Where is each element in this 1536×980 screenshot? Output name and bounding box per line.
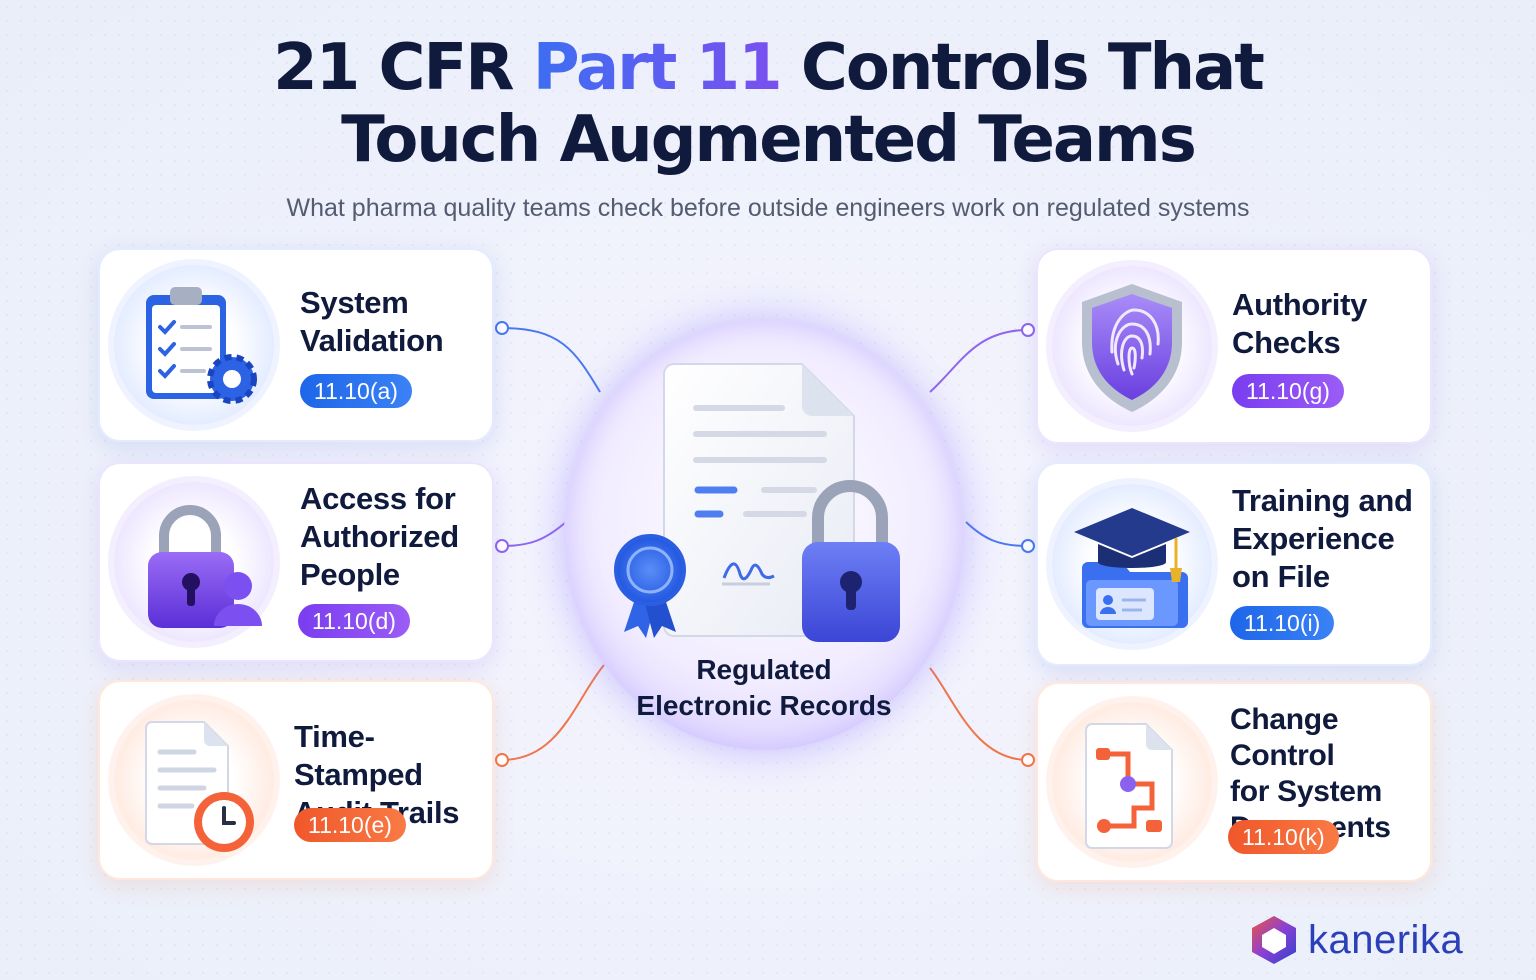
control-card-11-10i: Training and Experience on File 11.10(i): [1036, 462, 1432, 666]
control-card-11-10a: System Validation 11.10(a): [98, 248, 494, 442]
ribbon-seal-icon: [614, 534, 686, 638]
document-flow-icon: [1085, 723, 1173, 849]
document-clock-icon: [145, 721, 254, 852]
icon-disc: [1052, 484, 1212, 644]
brand-name: kanerika: [1308, 918, 1464, 962]
control-code-badge: 11.10(a): [300, 374, 412, 408]
icon-disc: [1052, 702, 1212, 862]
control-card-11-10g: Authority Checks 11.10(g): [1036, 248, 1432, 444]
connector-11-10e: [501, 664, 605, 761]
icon-disc: [114, 700, 274, 860]
hub-label-line2: Electronic Records: [636, 690, 892, 721]
padlock-icon: [802, 480, 900, 642]
fingerprint-shield-icon: [1082, 284, 1182, 412]
page-title: 21 CFR Part 11 Controls That Touch Augme…: [0, 32, 1536, 176]
control-title: System Validation: [300, 285, 444, 358]
control-title: Authority Checks: [1232, 287, 1368, 360]
control-card-11-10e: Time-Stamped Audit Trails 11.10(e): [98, 680, 494, 880]
clipboard-gear-icon: [146, 287, 257, 404]
hub-label-line1: Regulated: [696, 654, 832, 685]
control-code-badge: 11.10(e): [294, 808, 406, 842]
brand-logo: kanerika: [1246, 912, 1463, 968]
control-code-badge: 11.10(g): [1232, 374, 1344, 408]
cube-logo-icon: [1252, 916, 1296, 964]
icon-disc: [114, 265, 274, 425]
title-accent: Part 11: [532, 31, 783, 105]
connector-11-10d: [501, 521, 567, 547]
control-card-11-10d: Access for Authorized People 11.10(d): [98, 462, 494, 662]
icon-disc: [114, 482, 274, 642]
control-code-badge: 11.10(i): [1230, 606, 1335, 640]
control-card-11-10k: Change Control for System Documents 11.1…: [1036, 682, 1432, 882]
document-lock-icon: [614, 363, 900, 642]
header: 21 CFR Part 11 Controls That Touch Augme…: [0, 32, 1536, 223]
graduation-folder-icon: [1074, 508, 1190, 628]
padlock-user-icon: [148, 505, 262, 628]
connector-11-10a: [501, 327, 601, 393]
connector-11-10g: [929, 329, 1029, 393]
control-code-badge: 11.10(k): [1228, 820, 1339, 854]
control-title: Access for Authorized People: [300, 481, 459, 592]
title-part1: 21 CFR: [273, 31, 533, 105]
page-subtitle: What pharma quality teams check before o…: [286, 194, 1250, 222]
control-code-badge: 11.10(d): [298, 604, 410, 638]
connector-11-10k: [929, 667, 1029, 761]
title-line2: Touch Augmented Teams: [341, 103, 1197, 177]
icon-disc: [1052, 266, 1212, 426]
control-title: Training and Experience on File: [1232, 483, 1413, 594]
hub-label: Regulated Electronic Records: [564, 652, 964, 724]
hub-circle: [564, 320, 964, 750]
title-part2: Controls That: [780, 31, 1265, 105]
connector-11-10i: [965, 521, 1029, 547]
